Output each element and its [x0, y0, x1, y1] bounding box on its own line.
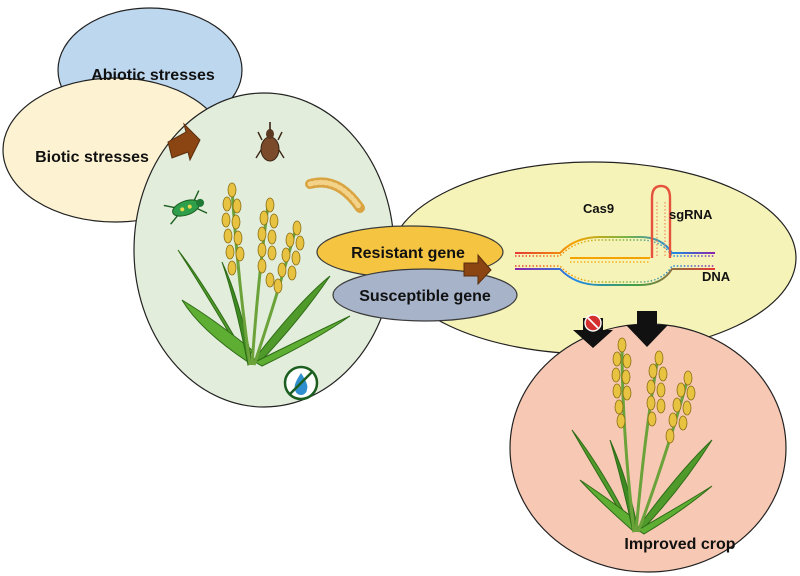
down-arrow-icon	[626, 311, 668, 347]
dna-label: DNA	[702, 269, 731, 284]
no-water-icon	[283, 365, 319, 401]
rice-plant-stressed	[177, 182, 351, 367]
cas9-label: Cas9	[583, 201, 614, 216]
beetle-icon	[163, 190, 208, 225]
biotic-stresses-label: Biotic stresses	[35, 149, 149, 166]
sgrna-label: sgRNA	[669, 207, 713, 222]
abiotic-stresses-label: Abiotic stresses	[91, 67, 215, 84]
gene-arrow-icon	[463, 253, 492, 286]
blocked-arrow-icon	[573, 314, 613, 348]
improved-crop-label: Improved crop	[624, 536, 735, 553]
improved-crop-bubble	[509, 323, 787, 573]
sgrna-hairpin-icon	[650, 184, 672, 258]
weevil-icon	[255, 122, 285, 162]
rice-plant-improved	[571, 337, 713, 535]
larva-icon	[305, 177, 365, 213]
resistant-gene-label: Resistant gene	[351, 245, 465, 262]
stress-arrow-icon	[167, 122, 201, 162]
cas9-dna-complex	[515, 184, 715, 286]
susceptible-gene-label: Susceptible gene	[359, 288, 491, 305]
susceptible-gene-pill	[332, 268, 518, 322]
